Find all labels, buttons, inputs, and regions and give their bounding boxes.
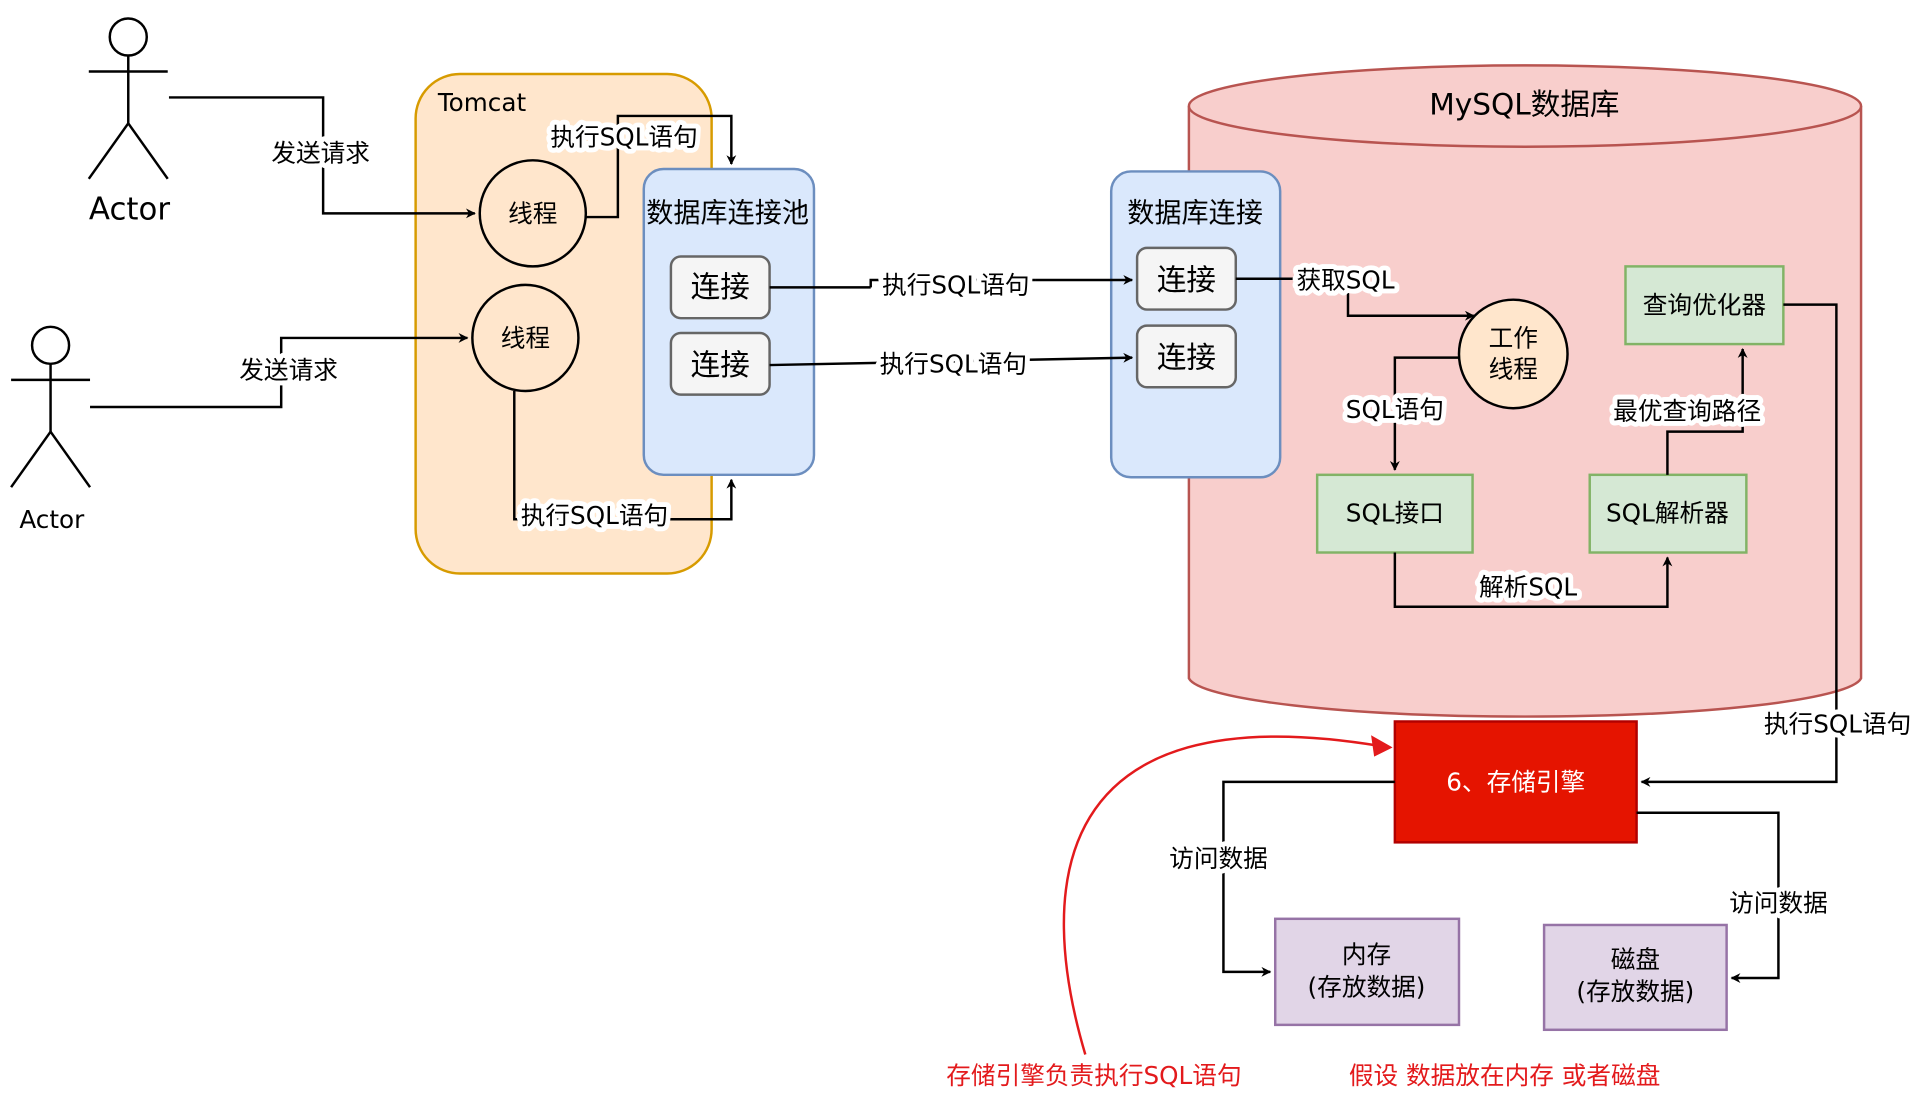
connection-pool: [642, 167, 816, 477]
storage-engine: [1393, 720, 1638, 844]
mysql-title: MySQL数据库: [1429, 88, 1619, 122]
thread-1: [478, 159, 588, 268]
edge-thread2-pool: [513, 390, 737, 521]
db-connection-2-label: 连接: [1157, 341, 1216, 375]
label-exec-sql-bottom: 执行SQL语句: [521, 501, 668, 530]
actor-2-label: Actor: [19, 505, 85, 534]
engine-note: 存储引擎负责执行SQL语句: [946, 1061, 1241, 1090]
engine-note-arrow: [1062, 735, 1393, 1055]
query-optimizer-label: 查询优化器: [1643, 290, 1766, 319]
label-best-path: 最优查询路径: [1613, 396, 1761, 425]
connection-pool-title: 数据库连接池: [646, 198, 809, 229]
sql-interface: [1315, 473, 1474, 554]
data-note: 假设 数据放在内存 或者磁盘: [1349, 1061, 1661, 1090]
tomcat-title: Tomcat: [437, 88, 527, 117]
thread-1-label: 线程: [508, 199, 557, 228]
sql-interface-label: SQL接口: [1346, 499, 1444, 528]
edge-parser-optimizer: [1666, 348, 1748, 475]
edge-optimizer-engine: [1640, 303, 1838, 787]
disk-line1: 磁盘: [1611, 945, 1660, 974]
worker-thread-line2: 线程: [1489, 354, 1538, 383]
pool-connection-2-label: 连接: [691, 348, 750, 382]
thread-2-label: 线程: [501, 324, 550, 353]
memory-line2: (存放数据): [1308, 972, 1426, 1001]
disk-box: [1542, 923, 1728, 1032]
label-exec-sql-right: 执行SQL语句: [1764, 710, 1911, 739]
label-exec-sql-top: 执行SQL语句: [550, 123, 697, 152]
edge-engine-disk: [1636, 811, 1780, 983]
label-get-sql: 获取SQL: [1296, 266, 1394, 295]
edge-poolconn2-dbconn2: [769, 352, 1134, 367]
edge-dbconn1-worker: [1235, 277, 1475, 321]
label-send-request-2: 发送请求: [239, 356, 338, 385]
mysql-database: [1187, 64, 1863, 718]
label-exec-sql-mid1: 执行SQL语句: [882, 271, 1029, 300]
memory-box: [1273, 917, 1461, 1027]
query-optimizer: [1624, 265, 1785, 346]
db-connection-1-label: 连接: [1157, 263, 1216, 297]
edge-thread1-pool: [585, 114, 737, 219]
edge-worker-sqlinterface: [1389, 356, 1459, 471]
edge-actor2-thread2: [90, 332, 469, 409]
thread-2: [471, 283, 580, 393]
sql-parser-label: SQL解析器: [1606, 499, 1729, 528]
storage-engine-label: 6、存储引擎: [1446, 768, 1585, 797]
disk-line2: (存放数据): [1576, 977, 1694, 1006]
edge-sqlinterface-parser: [1393, 552, 1673, 609]
edge-actor1-thread1: [168, 96, 476, 219]
label-send-request-1: 发送请求: [271, 139, 370, 168]
worker-thread-line1: 工作: [1489, 324, 1538, 353]
db-connection-2: [1135, 324, 1237, 389]
label-access-data-1: 访问数据: [1169, 844, 1268, 873]
edge-engine-memory: [1222, 780, 1395, 977]
label-parse-sql: 解析SQL: [1479, 573, 1577, 602]
label-exec-sql-mid2: 执行SQL语句: [880, 349, 1027, 378]
actor-1-label: Actor: [89, 192, 170, 228]
sql-parser: [1588, 473, 1748, 554]
label-sql-statement: SQL语句: [1346, 395, 1444, 424]
label-access-data-2: 访问数据: [1729, 888, 1828, 917]
worker-thread: [1457, 298, 1569, 410]
pool-connection-1-label: 连接: [691, 270, 750, 304]
memory-line1: 内存: [1342, 940, 1391, 969]
actor-1: [87, 17, 169, 180]
actor-2: [10, 325, 92, 488]
db-connection-title: 数据库连接: [1127, 198, 1263, 229]
